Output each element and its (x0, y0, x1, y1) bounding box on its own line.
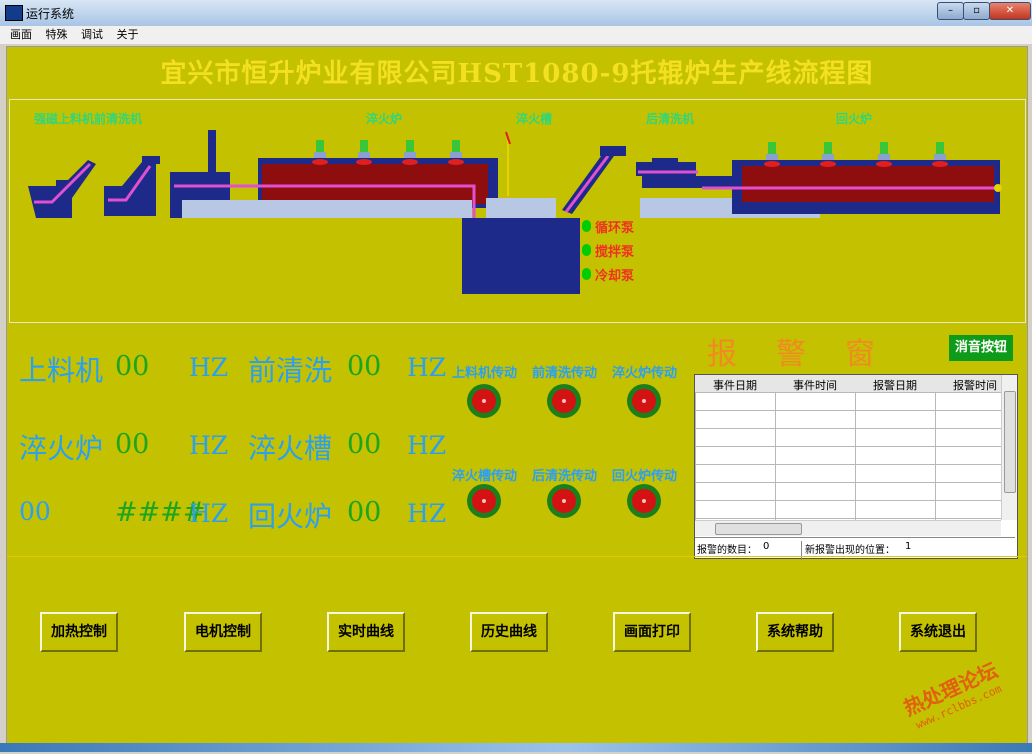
column-event-time[interactable]: 事件时间 (793, 379, 837, 392)
quench-burners (312, 140, 464, 165)
feeder-belt-1 (34, 162, 92, 204)
column-alarm-date[interactable]: 报警日期 (873, 379, 917, 392)
alarm-status-bar: 报警的数目： 0 新报警出现的位置： 1 (695, 537, 1015, 560)
freq-value-feeder: 00 (115, 351, 150, 382)
freq-overflow-display: #### (115, 497, 206, 528)
menu-item-special[interactable]: 特殊 (45, 28, 68, 41)
freq-unit: HZ (407, 353, 447, 382)
page-title: 宜兴市恒升炉业有限公司HST1080-9托辊炉生产线流程图 (160, 59, 874, 89)
new-alarm-position-value: 1 (905, 541, 912, 552)
taskbar-strip (0, 743, 1032, 752)
freq-value-post-wash: 00 (19, 497, 51, 526)
maximize-button[interactable]: ▫ (963, 2, 990, 20)
menu-item-debug[interactable]: 调试 (81, 28, 103, 41)
column-event-date[interactable]: 事件日期 (713, 379, 757, 392)
feeder-belt-2 (108, 165, 152, 202)
drive-label-prewash: 前清洗传动 (532, 366, 598, 381)
main-panel: 宜兴市恒升炉业有限公司HST1080-9托辊炉生产线流程图 (6, 46, 1028, 744)
mute-button[interactable]: 消音按钮 (949, 335, 1013, 361)
quench-furnace-chamber (262, 164, 488, 204)
freq-name-quench-tank: 淬火槽 (248, 432, 333, 465)
freq-unit: HZ (189, 353, 229, 382)
stir-pump-label: 搅拌泵 (595, 245, 635, 260)
process-flow-graphic (28, 130, 1002, 294)
print-screen-button[interactable]: 画面打印 (613, 612, 691, 652)
freq-unit: HZ (407, 431, 447, 460)
close-button[interactable]: ✕ (989, 2, 1031, 20)
drive-label-quench-tank: 淬火槽传动 (452, 469, 518, 484)
label-quench-furnace: 淬火炉 (366, 112, 403, 126)
circulation-pump-indicator (582, 220, 591, 232)
temper-furnace-chamber (742, 166, 994, 202)
history-curve-button[interactable]: 历史曲线 (470, 612, 548, 652)
alarm-count-label: 报警的数目： (697, 545, 757, 556)
freq-unit: HZ (407, 499, 447, 528)
realtime-curve-button[interactable]: 实时曲线 (327, 612, 405, 652)
section-divider (7, 556, 1027, 557)
heating-control-button[interactable]: 加热控制 (40, 612, 118, 652)
drive-label-temper-furnace: 回火炉传动 (612, 469, 678, 484)
temper-burners (764, 142, 948, 167)
system-help-button[interactable]: 系统帮助 (756, 612, 834, 652)
label-feeder-prewash: 强磁上料机前清洗机 (34, 112, 143, 126)
column-alarm-time[interactable]: 报警时间 (953, 379, 997, 392)
menu-bar: 画面 特殊 调试 关于 (0, 26, 1032, 44)
drive-label-post-wash: 后清洗传动 (532, 469, 598, 484)
alarm-grid-hscrollbar[interactable] (695, 520, 1001, 536)
drive-indicator-post-wash[interactable] (547, 484, 581, 518)
cooling-pump-label: 冷却泵 (595, 269, 635, 284)
window-title: 运行系统 (26, 7, 75, 21)
app-icon (5, 5, 23, 21)
quench-tank (462, 218, 580, 294)
menu-item-screen[interactable]: 画面 (10, 28, 32, 41)
label-post-wash: 后清洗机 (646, 112, 695, 126)
title-bar: 运行系统 – ▫ ✕ (0, 0, 1032, 27)
alarm-grid[interactable]: 事件日期 事件时间 报警日期 报警时间 报警的数目： 0 新报警出现的位置： 1 (694, 374, 1018, 560)
process-flow-diagram: 强磁上料机前清洗机 淬火炉 淬火槽 后清洗机 回火炉 循环泵 搅拌泵 冷却泵 (9, 99, 1026, 323)
freq-name-quench-furnace: 淬火炉 (19, 432, 104, 465)
freq-name-feeder: 上料机 (19, 354, 104, 387)
freq-value-temper-furnace: 00 (347, 497, 382, 528)
circulation-pump-label: 循环泵 (595, 221, 635, 236)
label-temper-furnace: 回火炉 (836, 112, 873, 126)
quench-tank-lid (486, 198, 556, 218)
drive-indicator-quench-tank[interactable] (467, 484, 501, 518)
drive-indicator-quench-furnace[interactable] (627, 384, 661, 418)
cooling-pump-indicator (582, 268, 591, 280)
alarm-grid-vscrollbar[interactable] (1001, 375, 1017, 520)
menu-item-about[interactable]: 关于 (116, 28, 139, 41)
freq-value-quench-furnace: 00 (115, 429, 150, 460)
alarm-grid-rows (695, 392, 1001, 520)
drive-indicator-feeder[interactable] (467, 384, 501, 418)
drive-label-feeder: 上料机传动 (452, 366, 518, 381)
drive-indicator-temper-furnace[interactable] (627, 484, 661, 518)
freq-name-prewash: 前清洗 (248, 354, 333, 387)
new-alarm-position-label: 新报警出现的位置： (805, 545, 895, 556)
quench-conveyor (182, 200, 472, 218)
system-exit-button[interactable]: 系统退出 (899, 612, 977, 652)
freq-name-temper-furnace: 回火炉 (248, 500, 333, 533)
alarm-grid-header: 事件日期 事件时间 报警日期 报警时间 (695, 375, 1001, 393)
alarm-count-value: 0 (763, 541, 770, 552)
drive-indicator-prewash[interactable] (547, 384, 581, 418)
motor-control-button[interactable]: 电机控制 (184, 612, 262, 652)
freq-unit: HZ (189, 499, 229, 528)
hscroll-thumb[interactable] (715, 523, 802, 535)
freq-value-prewash: 00 (347, 351, 382, 382)
freq-value-quench-tank: 00 (347, 429, 382, 460)
stir-pump-indicator (582, 244, 591, 256)
drive-label-quench-furnace: 淬火炉传动 (612, 366, 678, 381)
freq-unit: HZ (189, 431, 229, 460)
vscroll-thumb[interactable] (1004, 391, 1016, 493)
quench-chimney (208, 130, 216, 178)
minimize-button[interactable]: – (937, 2, 964, 20)
label-quench-tank: 淬火槽 (516, 112, 553, 126)
